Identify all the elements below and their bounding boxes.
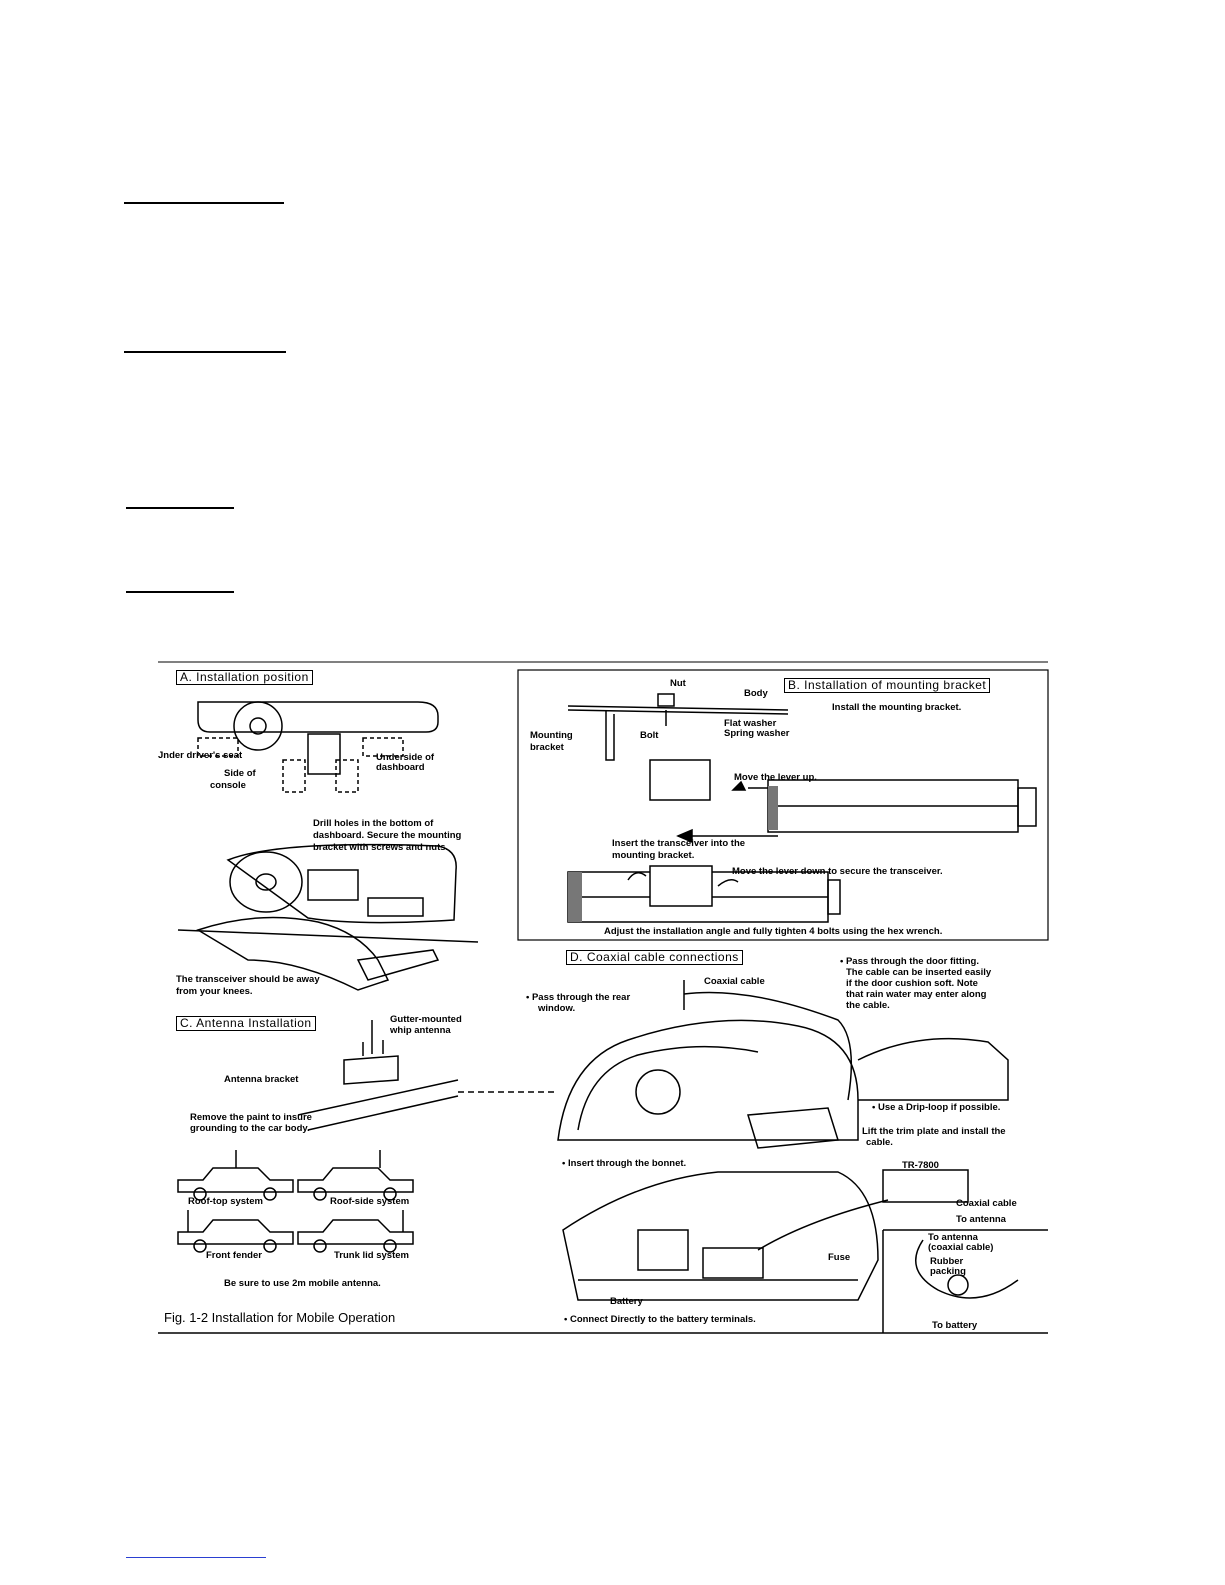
label-rubber-2: packing bbox=[930, 1266, 966, 1277]
label-lever-up: Move the lever up. bbox=[734, 772, 817, 783]
label-drill-3: bracket with screws and nuts. bbox=[313, 842, 449, 853]
label-knees-2: from your knees. bbox=[176, 986, 253, 997]
label-roof-top: Roof-top system bbox=[188, 1196, 263, 1207]
label-coaxial-cable-2: Coaxial cable bbox=[956, 1198, 1017, 1209]
panel-d-header: D. Coaxial cable connections bbox=[566, 950, 743, 965]
label-nut: Nut bbox=[670, 678, 686, 689]
label-drill-2: dashboard. Secure the mounting bbox=[313, 830, 462, 841]
label-to-antenna-2b: (coaxial cable) bbox=[928, 1242, 994, 1253]
label-gutter-1: Gutter-mounted bbox=[390, 1014, 462, 1025]
dashboard-top-view bbox=[197, 701, 439, 793]
heading-rule-3 bbox=[126, 507, 234, 509]
panel-b-header: B. Installation of mounting bracket bbox=[784, 678, 991, 693]
label-lever-down: Move the lever down to secure the transc… bbox=[732, 866, 943, 877]
footnote-rule bbox=[126, 1557, 266, 1558]
dashboard-perspective-view bbox=[177, 843, 479, 991]
label-front-fender: Front fender bbox=[206, 1250, 262, 1261]
label-rear-window-2: window. bbox=[538, 1003, 576, 1014]
label-flat-washer: Flat washer bbox=[724, 718, 777, 729]
engine-bay-diagram bbox=[562, 1169, 1019, 1301]
label-trunk-lid: Trunk lid system bbox=[334, 1250, 409, 1261]
label-knees-1: The transceiver should be away bbox=[176, 974, 320, 985]
label-console-1: Side of bbox=[224, 768, 256, 779]
label-door-1: • Pass through the door fitting. bbox=[840, 956, 979, 967]
label-bonnet: • Insert through the bonnet. bbox=[562, 1158, 687, 1169]
label-to-antenna-2a: To antenna bbox=[928, 1232, 978, 1243]
heading-rule-1 bbox=[124, 202, 284, 204]
heading-rule-2 bbox=[124, 351, 286, 353]
installation-figure: A. Installation position Jnder driver's … bbox=[158, 660, 1058, 1355]
label-trim-2: cable. bbox=[866, 1137, 893, 1148]
label-mounting-1: Mounting bbox=[530, 730, 573, 741]
antenna-bracket-diagram bbox=[297, 1020, 558, 1131]
label-spring-washer: Spring washer bbox=[724, 728, 790, 739]
label-antenna-bracket: Antenna bracket bbox=[224, 1074, 299, 1085]
label-battery: Battery bbox=[610, 1296, 643, 1307]
label-paint-2: grounding to the car body. bbox=[190, 1123, 310, 1134]
label-trim-1: Lift the trim plate and install the bbox=[862, 1126, 1006, 1137]
label-gutter-2: whip antenna bbox=[390, 1025, 451, 1036]
label-console-2: console bbox=[210, 780, 246, 791]
label-underside-dash-1: Underside of bbox=[376, 752, 435, 763]
label-underside-dash-2: dashboard bbox=[376, 762, 425, 773]
label-rear-window-1: • Pass through the rear bbox=[526, 992, 631, 1003]
label-under-seat: Jnder driver's seat bbox=[158, 750, 243, 761]
label-door-2: The cable can be inserted easily bbox=[846, 967, 992, 978]
label-door-4: that rain water may enter along bbox=[846, 989, 987, 1000]
label-door-3: if the door cushion soft. Note bbox=[846, 978, 978, 989]
label-bolt: Bolt bbox=[640, 730, 659, 741]
label-fuse: Fuse bbox=[828, 1252, 851, 1263]
label-body: Body bbox=[744, 688, 768, 699]
label-drip-loop: • Use a Drip-loop if possible. bbox=[872, 1102, 1001, 1113]
label-roof-side: Roof-side system bbox=[330, 1196, 410, 1207]
label-rubber-1: Rubber bbox=[930, 1256, 964, 1267]
label-model: TR-7800 bbox=[902, 1160, 939, 1171]
heading-rule-4 bbox=[126, 591, 234, 593]
car-antenna-options bbox=[177, 1150, 414, 1253]
mounting-bracket-diagram bbox=[567, 693, 1037, 923]
label-insert-2: mounting bracket. bbox=[612, 850, 695, 861]
label-coaxial-cable: Coaxial cable bbox=[704, 976, 765, 987]
label-adjust: Adjust the installation angle and fully … bbox=[604, 926, 943, 937]
figure-drawing bbox=[158, 661, 1049, 1334]
figure-caption: Fig. 1-2 Installation for Mobile Operati… bbox=[164, 1310, 396, 1325]
label-insert-1: Insert the transceiver into the bbox=[612, 838, 746, 849]
panel-c-header: C. Antenna Installation bbox=[176, 1016, 316, 1031]
label-to-battery: To battery bbox=[932, 1320, 978, 1331]
label-paint-1: Remove the paint to insure bbox=[190, 1112, 312, 1123]
label-mounting-2: bracket bbox=[530, 742, 564, 753]
label-connect-battery: • Connect Directly to the battery termin… bbox=[564, 1314, 756, 1325]
panel-a-header: A. Installation position bbox=[176, 670, 313, 685]
label-door-5: the cable. bbox=[846, 1000, 890, 1011]
label-install-bracket: Install the mounting bracket. bbox=[832, 702, 962, 713]
label-to-antenna: To antenna bbox=[956, 1214, 1006, 1225]
car-interior-cable-diagram bbox=[557, 980, 1009, 1149]
label-use-2m: Be sure to use 2m mobile antenna. bbox=[224, 1278, 381, 1289]
label-drill-1: Drill holes in the bottom of bbox=[313, 818, 434, 829]
